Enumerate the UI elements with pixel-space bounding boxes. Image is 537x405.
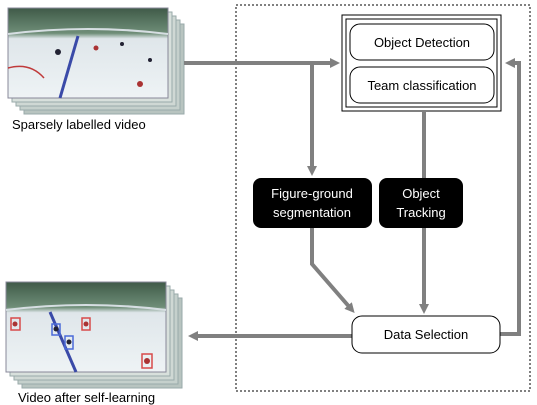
red-team-box (10, 317, 21, 331)
blue-line (58, 35, 80, 99)
figure-ground-label-line1: Figure-ground (271, 186, 353, 201)
figure-ground-node: Figure-ground segmentation (253, 178, 372, 228)
object-detection-label: Object Detection (374, 35, 470, 50)
arrows (184, 58, 521, 341)
blue-team-box (51, 323, 61, 336)
output-video-caption: Video after self-learning (18, 390, 155, 405)
detector-group: Object Detection Team classification (341, 14, 502, 112)
player (53, 326, 59, 332)
object-detection-box (349, 23, 495, 61)
board-line (7, 28, 169, 35)
object-tracking-node: Object Tracking (379, 178, 463, 228)
player (144, 358, 150, 364)
red-team-box (141, 353, 153, 369)
input-video-stack (7, 7, 185, 115)
player (12, 321, 18, 327)
arrow-figure-ground-to-data-selection (310, 228, 355, 314)
team-classification-box (349, 66, 495, 104)
player (66, 339, 72, 345)
faceoff-circle (7, 65, 45, 79)
ice-rink-image (7, 7, 169, 99)
player (93, 45, 99, 51)
player (120, 42, 124, 46)
output-front-frame (5, 281, 167, 373)
input-video-caption: Sparsely labelled video (12, 117, 146, 132)
output-video-stack (5, 281, 183, 389)
blue-line (48, 311, 78, 373)
player (148, 58, 152, 62)
object-tracking-label-line1: Object (402, 186, 440, 201)
data-selection-node: Data Selection (351, 315, 501, 354)
object-tracking-box (379, 178, 463, 228)
player (55, 49, 61, 55)
object-tracking-label-line2: Tracking (396, 205, 445, 220)
player (83, 321, 89, 327)
player (137, 81, 143, 87)
data-selection-label: Data Selection (384, 327, 469, 342)
input-front-frame (7, 7, 169, 99)
red-team-box (81, 317, 91, 331)
ice-rink-image (5, 281, 167, 373)
team-classification-label: Team classification (367, 78, 476, 93)
arrow-feedback-loop (500, 58, 521, 336)
figure-ground-label-line2: segmentation (273, 205, 351, 220)
blue-team-box (64, 335, 74, 350)
board-line (5, 304, 167, 311)
data-selection-box (351, 315, 501, 354)
figure-ground-box (253, 178, 372, 228)
detector-group-inner (345, 18, 498, 108)
